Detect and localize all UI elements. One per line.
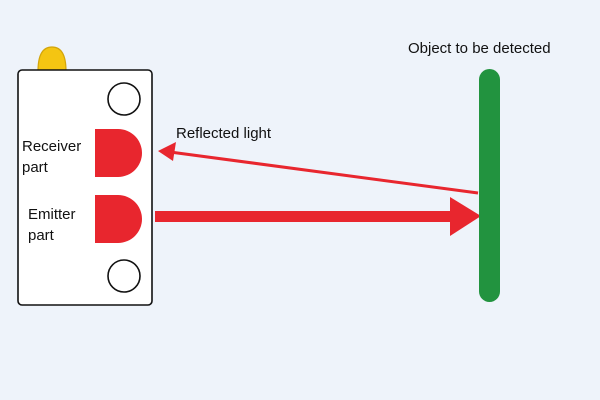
- emitted-beam: [155, 211, 453, 222]
- receiver-part-label: Receiver part: [22, 136, 81, 178]
- reflected-beam-arrowhead: [158, 142, 176, 161]
- mounting-hole-bottom-icon: [107, 259, 141, 293]
- mounting-hole-top-icon: [107, 82, 141, 116]
- object-label: Object to be detected: [408, 40, 551, 57]
- emitted-beam-arrowhead: [450, 197, 481, 236]
- receiver-label-line-2: part: [22, 159, 48, 176]
- reflected-beam: [169, 150, 479, 195]
- receiver-lens-icon: [95, 129, 142, 177]
- emitter-part-label: Emitter part: [28, 204, 76, 246]
- emitter-label-line-2: part: [28, 227, 54, 244]
- object-bar-icon: [479, 69, 500, 302]
- emitter-lens-icon: [95, 195, 142, 243]
- receiver-label-line-1: Receiver: [22, 138, 82, 155]
- reflected-light-label: Reflected light: [176, 125, 272, 142]
- emitter-label-line-1: Emitter: [28, 206, 76, 223]
- indicator-lamp-icon: [37, 46, 67, 72]
- sensor-body: [17, 69, 153, 306]
